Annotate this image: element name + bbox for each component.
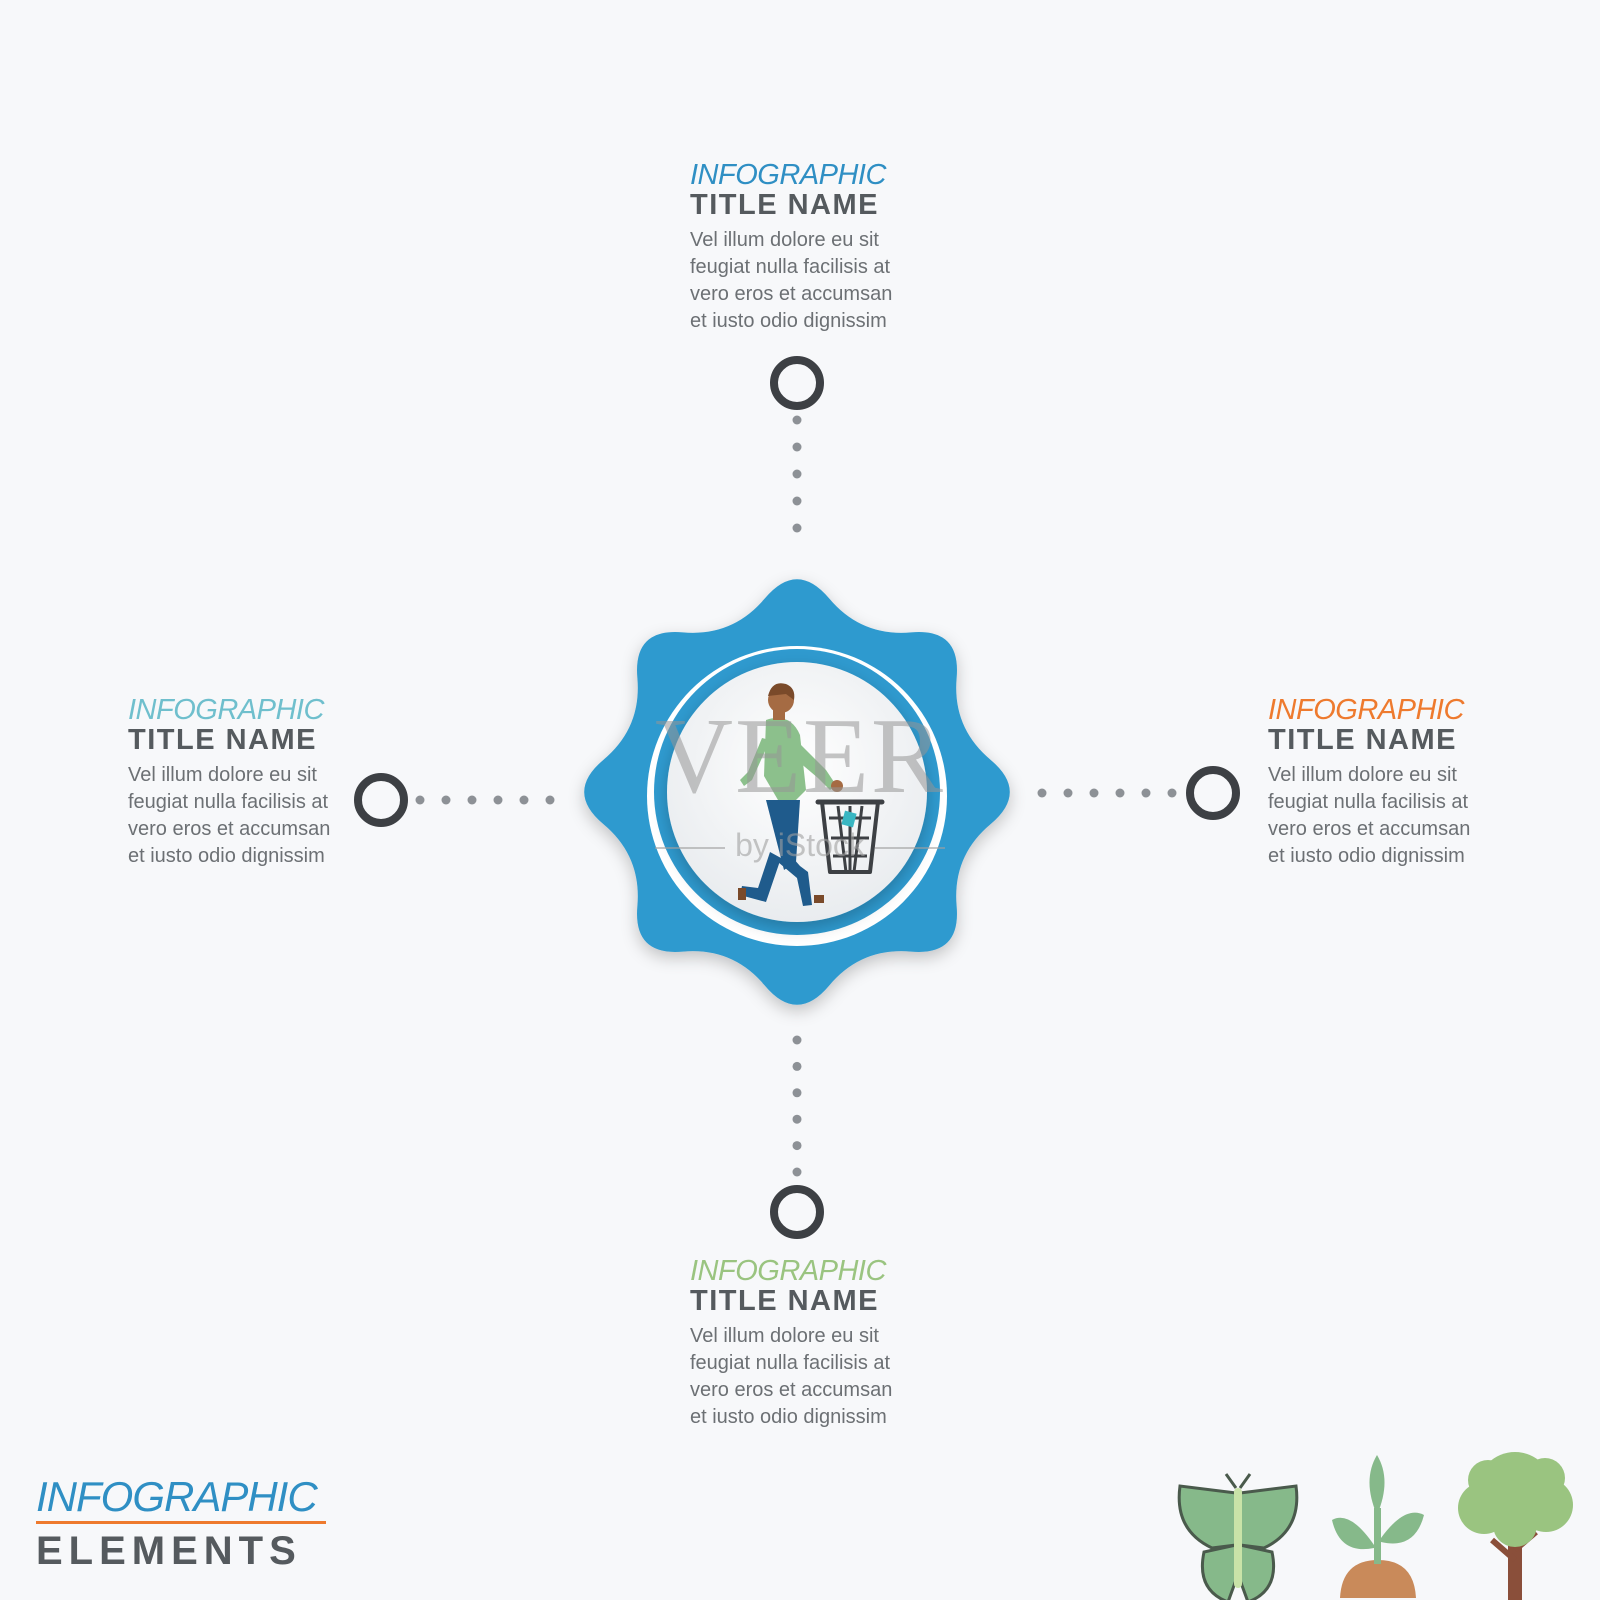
- block-top-title: TITLE NAME: [690, 189, 879, 221]
- block-left-line: et iusto odio dignissim: [128, 845, 325, 867]
- person-recycling-icon: [738, 683, 885, 906]
- connector-dot: [1141, 788, 1151, 798]
- connector-dot: [792, 523, 802, 533]
- block-left-line: feugiat nulla facilisis at: [128, 791, 329, 813]
- butterfly-icon: [1177, 1473, 1299, 1600]
- node-ring-right: [1186, 766, 1240, 820]
- block-bottom: INFOGRAPHIC TITLE NAME Vel illum dolore …: [690, 1256, 910, 1431]
- block-right-title: TITLE NAME: [1268, 724, 1457, 756]
- block-bottom-line: vero eros et accumsan: [690, 1379, 893, 1401]
- connector-dot: [1115, 788, 1125, 798]
- block-bottom-title: TITLE NAME: [690, 1285, 879, 1317]
- connector-right: [1037, 788, 1177, 798]
- block-left-line: vero eros et accumsan: [128, 818, 331, 840]
- connector-dot: [792, 496, 802, 506]
- node-ring-top: [770, 356, 824, 410]
- block-left-kicker: INFOGRAPHIC: [128, 694, 324, 726]
- block-right: INFOGRAPHIC TITLE NAME Vel illum dolore …: [1268, 695, 1488, 870]
- connector-dot: [792, 442, 802, 452]
- block-top-line: Vel illum dolore eu sit: [690, 229, 879, 251]
- block-top-kicker: INFOGRAPHIC: [690, 159, 886, 191]
- block-right-line: Vel illum dolore eu sit: [1268, 764, 1457, 786]
- block-bottom-kicker: INFOGRAPHIC: [690, 1255, 886, 1287]
- node-ring-left: [354, 773, 408, 827]
- node-ring-bottom: [770, 1185, 824, 1239]
- block-bottom-line: feugiat nulla facilisis at: [690, 1352, 891, 1374]
- connector-dot: [1089, 788, 1099, 798]
- footer-rule: [36, 1521, 326, 1524]
- connector-dot: [792, 1088, 802, 1098]
- footer-title: ELEMENTS: [36, 1529, 302, 1573]
- connector-dot: [792, 1167, 802, 1177]
- block-top-line: vero eros et accumsan: [690, 283, 893, 305]
- connector-left: [415, 795, 555, 805]
- connector-bottom: [792, 1035, 802, 1177]
- sprout-icon: [1332, 1455, 1424, 1598]
- block-bottom-line: Vel illum dolore eu sit: [690, 1325, 879, 1347]
- connector-dot: [792, 469, 802, 479]
- block-left-line: Vel illum dolore eu sit: [128, 764, 317, 786]
- block-left: INFOGRAPHIC TITLE NAME Vel illum dolore …: [128, 695, 348, 870]
- footer-label: INFOGRAPHIC ELEMENTS: [36, 1475, 336, 1572]
- connector-dot: [545, 795, 555, 805]
- block-right-line: feugiat nulla facilisis at: [1268, 791, 1469, 813]
- block-left-body: Vel illum dolore eu sit feugiat nulla fa…: [128, 762, 348, 870]
- connector-dot: [792, 1035, 802, 1045]
- block-top-line: et iusto odio dignissim: [690, 310, 887, 332]
- block-right-body: Vel illum dolore eu sit feugiat nulla fa…: [1268, 762, 1488, 870]
- tree-icon: [1458, 1452, 1573, 1600]
- block-right-kicker: INFOGRAPHIC: [1268, 694, 1464, 726]
- connector-dot: [1037, 788, 1047, 798]
- block-top: INFOGRAPHIC TITLE NAME Vel illum dolore …: [690, 160, 910, 335]
- block-right-line: et iusto odio dignissim: [1268, 845, 1465, 867]
- block-top-line: feugiat nulla facilisis at: [690, 256, 891, 278]
- connector-dot: [441, 795, 451, 805]
- connector-dot: [519, 795, 529, 805]
- connector-dot: [792, 1114, 802, 1124]
- connector-dot: [493, 795, 503, 805]
- block-bottom-line: et iusto odio dignissim: [690, 1406, 887, 1428]
- connector-dot: [415, 795, 425, 805]
- connector-dot: [1063, 788, 1073, 798]
- footer-kicker: INFOGRAPHIC: [36, 1473, 318, 1520]
- connector-dot: [467, 795, 477, 805]
- connector-dot: [1167, 788, 1177, 798]
- block-bottom-body: Vel illum dolore eu sit feugiat nulla fa…: [690, 1323, 910, 1431]
- block-left-title: TITLE NAME: [128, 724, 317, 756]
- connector-top: [792, 415, 802, 533]
- connector-dot: [792, 415, 802, 425]
- block-right-line: vero eros et accumsan: [1268, 818, 1471, 840]
- block-top-body: Vel illum dolore eu sit feugiat nulla fa…: [690, 227, 910, 335]
- connector-dot: [792, 1061, 802, 1071]
- connector-dot: [792, 1141, 802, 1151]
